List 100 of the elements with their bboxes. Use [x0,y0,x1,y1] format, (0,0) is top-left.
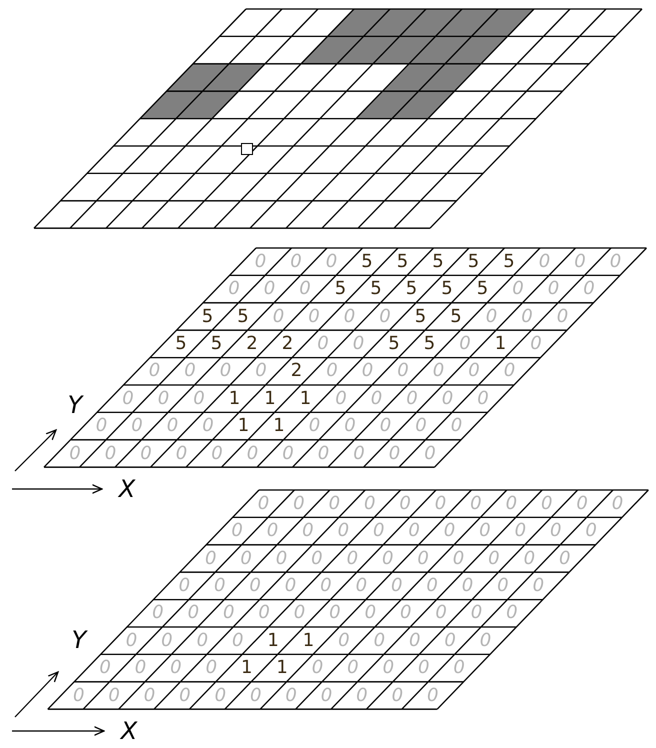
cell-value: 0 [442,390,454,408]
cell-value: 5 [334,280,346,298]
cell-value: 0 [170,659,182,678]
cell-value: 0 [417,550,429,568]
cell-value: 2 [290,362,302,380]
cell-value: 5 [361,252,373,271]
cell-value: 0 [72,686,84,704]
cell-value: 0 [264,280,276,298]
cell-value: 0 [176,444,188,462]
cell-value: 0 [459,334,471,353]
cell-value: 0 [184,362,196,380]
cell-value: 0 [408,522,420,540]
cell-value: 2 [246,334,258,353]
cell-value: 0 [612,494,624,513]
cell-value: 0 [231,522,243,540]
cell-value: 0 [362,362,374,380]
cell-value: 0 [134,659,146,678]
cell-value: 0 [346,550,358,568]
cell-value: 0 [538,252,550,271]
cell-value: 0 [380,417,392,436]
cell-value: 0 [161,632,173,650]
cell-value: 0 [453,659,465,678]
cell-value: 0 [312,659,324,678]
cell-value: 0 [250,686,262,704]
cell-value: 0 [558,550,570,568]
cell-value: 0 [524,550,536,568]
cell-value: 0 [356,576,368,595]
cell-value: 5 [396,252,408,271]
cell-value: 0 [276,550,288,568]
cell-value: 0 [379,308,391,326]
cell-value: 0 [480,632,492,650]
cell-value: 0 [576,494,588,513]
cell-value: 5 [175,334,187,353]
cell-value: 0 [374,632,386,650]
cell-value: 0 [166,417,178,436]
cell-value: 0 [211,444,223,462]
cell-value: 0 [255,362,267,380]
cell-value: 0 [258,604,270,622]
cell-value: 0 [294,604,306,622]
cell-value: 0 [178,576,190,595]
cell-value: 0 [390,576,402,595]
cell-value: 0 [479,522,491,540]
cell-value: 5 [450,308,462,326]
cell-value: 5 [202,308,214,326]
cell-value: 0 [122,390,134,408]
cell-value: 0 [320,686,332,704]
cell-value: 0 [254,252,266,271]
cell-value: 0 [317,334,329,353]
cell-value: 1 [273,417,285,436]
cell-value: 0 [372,522,384,540]
cell-value: 1 [240,659,252,678]
cell-value: 0 [206,659,218,678]
cell-value: 0 [126,632,138,650]
cell-value: 1 [264,390,276,408]
cell-value: 0 [415,417,427,436]
cell-value: 0 [232,632,244,650]
cell-value: 0 [540,494,552,513]
cell-value: 0 [556,308,568,326]
cell-value: 0 [311,550,323,568]
cell-value: 0 [530,334,542,353]
cell-value: 0 [284,576,296,595]
cell-value: 2 [282,334,294,353]
cell-value: 0 [308,417,320,436]
cell-value: 0 [470,494,482,513]
cell-value: 0 [179,686,191,704]
cell-value: 0 [285,686,297,704]
cell-value: 0 [452,550,464,568]
cell-value: 0 [335,390,347,408]
cell-value: 0 [406,390,418,408]
cell-value: 0 [282,444,294,462]
cell-value: 0 [532,576,544,595]
cell-value: 0 [188,604,200,622]
cell-value: 0 [382,659,394,678]
cell-value: 0 [246,444,258,462]
cell-value: 0 [272,308,284,326]
axis-label: X [118,477,136,501]
cell-value: 0 [550,522,562,540]
cell-value: 0 [69,444,81,462]
cell-value: 0 [434,494,446,513]
cell-value: 0 [204,550,216,568]
cell-value: 0 [382,550,394,568]
cell-value: 0 [290,252,302,271]
cell-value: 0 [548,280,560,298]
cell-value: 5 [414,308,426,326]
cell-value: 0 [504,362,516,380]
cell-value: 0 [444,522,456,540]
cell-value: 0 [344,417,356,436]
cell-value: 0 [388,444,400,462]
cell-value: 0 [131,417,143,436]
axis-label: Y [68,393,82,417]
cell-value: 0 [99,659,111,678]
cell-value: 0 [222,604,234,622]
cell-value: 0 [486,308,498,326]
cell-value: 0 [426,576,438,595]
cell-value: 1 [238,417,250,436]
cell-value: 0 [450,417,462,436]
cell-value: 0 [583,280,595,298]
cell-value: 5 [476,280,488,298]
cell-value: 0 [435,604,447,622]
cell-value: 0 [214,576,226,595]
